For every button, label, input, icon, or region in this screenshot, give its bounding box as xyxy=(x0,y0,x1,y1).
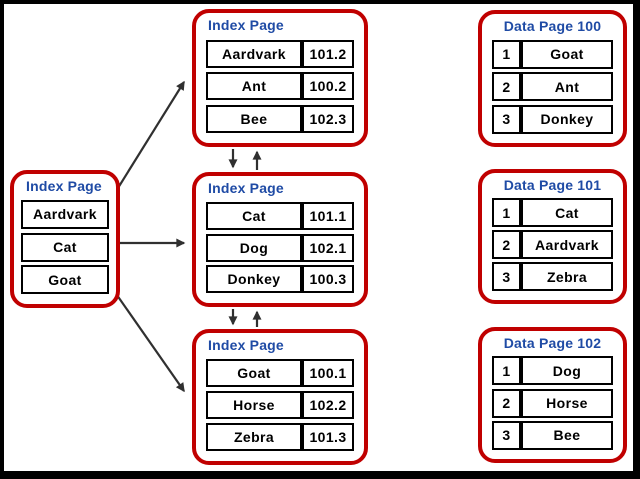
arrow-root-to-index1 xyxy=(107,80,185,205)
data-value-cell: Horse xyxy=(521,388,613,418)
index-pointer-cell: 100.2 xyxy=(302,72,354,100)
index-key-cell: Bee xyxy=(206,104,302,133)
arrow-root-to-index3 xyxy=(111,287,185,393)
index-row: Ant 100.2 xyxy=(206,72,354,100)
page-title: Index Page xyxy=(208,180,284,196)
index-row: Zebra 101.3 xyxy=(206,423,354,451)
data-row: 1 Goat xyxy=(492,39,613,69)
data-value-cell: Cat xyxy=(521,198,613,227)
index-page-3: Index Page Goat 100.1 Horse 102.2 Zebra … xyxy=(192,329,368,465)
index-row: Goat 100.1 xyxy=(206,359,354,387)
data-value-cell: Dog xyxy=(521,356,613,386)
index-key-cell: Dog xyxy=(206,233,302,262)
page-title: Data Page 100 xyxy=(503,18,602,34)
page-title: Data Page 102 xyxy=(503,335,602,351)
index-key-cell: Aardvark xyxy=(206,39,302,68)
page-title: Data Page 101 xyxy=(503,177,602,193)
data-page-rows: 1 Dog 2 Horse 3 Bee xyxy=(482,351,623,459)
index-pointer-cell: 100.1 xyxy=(302,359,354,387)
index-row: Aardvark 101.2 xyxy=(206,39,354,68)
data-slot-cell: 2 xyxy=(492,72,521,101)
data-value-cell: Donkey xyxy=(521,104,613,134)
index-key-cell: Donkey xyxy=(206,265,302,294)
data-page-100: Data Page 100 1 Goat 2 Ant 3 Donkey xyxy=(478,10,627,147)
index-row: Bee 102.3 xyxy=(206,104,354,133)
index-key-cell: Cat xyxy=(206,201,302,230)
data-row: 2 Aardvark xyxy=(492,230,613,259)
data-slot-cell: 3 xyxy=(492,420,521,450)
data-slot-cell: 1 xyxy=(492,198,521,227)
data-value-cell: Bee xyxy=(521,420,613,450)
data-value-cell: Aardvark xyxy=(521,230,613,259)
index-pointer-cell: 100.3 xyxy=(302,265,354,294)
index-pointer-cell: 102.1 xyxy=(302,233,354,262)
data-row: 1 Dog xyxy=(492,356,613,386)
data-page-101: Data Page 101 1 Cat 2 Aardvark 3 Zebra xyxy=(478,169,627,304)
data-row: 1 Cat xyxy=(492,198,613,227)
data-slot-cell: 1 xyxy=(492,39,521,69)
index-page-rows: Cat 101.1 Dog 102.1 Donkey 100.3 xyxy=(196,196,364,303)
index-row: Cat 101.1 xyxy=(206,201,354,230)
data-slot-cell: 3 xyxy=(492,104,521,134)
index-key-cell: Ant xyxy=(206,72,302,100)
data-slot-cell: 2 xyxy=(492,230,521,259)
data-row: 3 Zebra xyxy=(492,262,613,291)
index-entry-cell: Goat xyxy=(21,265,109,295)
page-title: Index Page xyxy=(208,17,284,33)
index-pointer-cell: 101.3 xyxy=(302,423,354,451)
index-key-cell: Zebra xyxy=(206,423,302,451)
index-entry-cell: Aardvark xyxy=(21,199,109,229)
data-page-102: Data Page 102 1 Dog 2 Horse 3 Bee xyxy=(478,327,627,463)
index-page-1: Index Page Aardvark 101.2 Ant 100.2 Bee … xyxy=(192,9,368,147)
data-value-cell: Zebra xyxy=(521,262,613,291)
data-value-cell: Goat xyxy=(521,39,613,69)
page-title: Index Page xyxy=(208,337,284,353)
data-value-cell: Ant xyxy=(521,72,613,101)
data-row: 3 Donkey xyxy=(492,104,613,134)
index-row: Donkey 100.3 xyxy=(206,265,354,294)
data-row: 2 Ant xyxy=(492,72,613,101)
root-index-rows: Aardvark Cat Goat xyxy=(14,194,116,304)
page-title: Index Page xyxy=(26,178,102,194)
data-page-rows: 1 Cat 2 Aardvark 3 Zebra xyxy=(482,193,623,300)
index-pointer-cell: 102.2 xyxy=(302,391,354,419)
index-pointer-cell: 101.2 xyxy=(302,39,354,68)
data-slot-cell: 3 xyxy=(492,262,521,291)
data-page-rows: 1 Goat 2 Ant 3 Donkey xyxy=(482,34,623,143)
index-entry-cell: Cat xyxy=(21,232,109,262)
index-page-2: Index Page Cat 101.1 Dog 102.1 Donkey 10… xyxy=(192,172,368,307)
index-row: Horse 102.2 xyxy=(206,391,354,419)
index-pointer-cell: 102.3 xyxy=(302,104,354,133)
data-row: 2 Horse xyxy=(492,388,613,418)
root-index-page: Index Page Aardvark Cat Goat xyxy=(10,170,120,308)
index-page-rows: Goat 100.1 Horse 102.2 Zebra 101.3 xyxy=(196,353,364,461)
index-pointer-cell: 101.1 xyxy=(302,201,354,230)
index-row: Dog 102.1 xyxy=(206,233,354,262)
data-slot-cell: 2 xyxy=(492,388,521,418)
data-row: 3 Bee xyxy=(492,420,613,450)
data-slot-cell: 1 xyxy=(492,356,521,386)
index-key-cell: Goat xyxy=(206,359,302,387)
index-page-rows: Aardvark 101.2 Ant 100.2 Bee 102.3 xyxy=(196,33,364,143)
index-key-cell: Horse xyxy=(206,391,302,419)
